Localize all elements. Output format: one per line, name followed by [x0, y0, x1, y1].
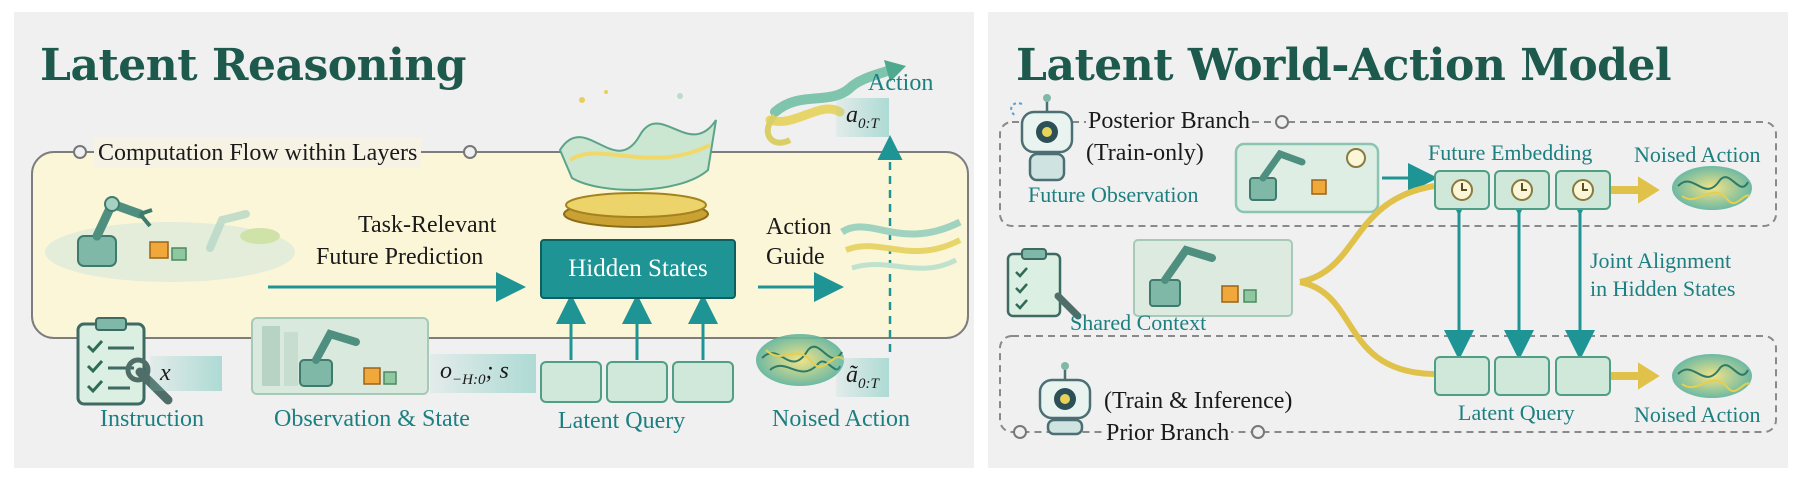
- future-embedding-box: [1555, 170, 1611, 210]
- guide-label-line1: Action: [766, 214, 832, 240]
- latent-query-box: [1555, 356, 1611, 396]
- future-observation-image: [1234, 142, 1380, 214]
- left-panel-title: Latent Reasoning: [40, 40, 467, 91]
- future-observation-label: Future Observation: [1028, 182, 1199, 207]
- clipboard-checklist-icon: [76, 317, 146, 406]
- instruction-math: x: [150, 356, 222, 391]
- golden-pedestal-icon: [558, 90, 717, 228]
- flow-label-right-node: [463, 145, 477, 159]
- prediction-label-line2: Future Prediction: [316, 244, 484, 270]
- prior-output-arrow: [1608, 362, 1660, 390]
- guide-label-line2: Guide: [766, 244, 825, 270]
- noised-action-math: ã0:T: [836, 358, 889, 397]
- prior-branch-label: Prior Branch: [1104, 418, 1232, 448]
- prior-branch-right-node: [1251, 425, 1265, 439]
- latent-query-box: [1434, 356, 1490, 396]
- latent-query-right-label: Latent Query: [1458, 400, 1575, 425]
- action-label: Action: [868, 70, 934, 96]
- joint-alignment-line2: in Hidden States: [1590, 276, 1736, 301]
- hidden-states-box: Hidden States: [540, 239, 736, 299]
- clock-icon: [1511, 179, 1533, 201]
- posterior-branch-box: [999, 121, 1777, 227]
- action-math-sub: 0:T: [858, 115, 879, 132]
- latent-query-box: [1494, 356, 1550, 396]
- train-inference-label: (Train & Inference): [1104, 388, 1293, 414]
- clock-icon: [1451, 179, 1473, 201]
- obs-math-base: o: [440, 358, 452, 384]
- prior-branch-box: [999, 335, 1777, 433]
- latent-query-label: Latent Query: [558, 408, 686, 434]
- noised-math-sub: 0:T: [858, 375, 879, 392]
- action-guide-swirl-icon: [840, 218, 962, 271]
- obs-math-sub: −H:0: [452, 371, 486, 388]
- right-panel-title: Latent World-Action Model: [1016, 40, 1672, 91]
- computation-flow-label: Computation Flow within Layers: [94, 138, 422, 168]
- prior-branch-left-node: [1013, 425, 1027, 439]
- context-to-posterior-curve: [1299, 183, 1435, 285]
- action-math: a0:T: [836, 98, 889, 137]
- latent-query-box: [672, 361, 734, 403]
- shared-context-image: [1133, 239, 1293, 317]
- latent-query-box: [540, 361, 602, 403]
- obs-math-tail: ; s: [485, 358, 509, 384]
- prediction-label-line1: Task-Relevant: [358, 212, 497, 238]
- train-only-label: (Train-only): [1086, 140, 1204, 166]
- context-to-prior-curve: [1299, 279, 1435, 377]
- observation-image: [251, 317, 429, 395]
- noised-action-top-label: Noised Action: [1634, 142, 1761, 167]
- shared-context-label: Shared Context: [1070, 310, 1207, 335]
- latent-query-box: [606, 361, 668, 403]
- posterior-output-arrow: [1608, 176, 1660, 204]
- flow-label-left-node: [73, 145, 87, 159]
- action-math-base: a: [846, 102, 858, 128]
- observation-label: Observation & State: [274, 406, 470, 432]
- noise-scribble-icon: [756, 334, 845, 386]
- noised-action-bottom-label: Noised Action: [1634, 402, 1761, 427]
- observation-math: o−H:0; s: [430, 354, 536, 393]
- posterior-branch-node: [1275, 115, 1289, 129]
- robot-arm-scene-icon: [45, 196, 295, 282]
- robot-mascot-icon: [1038, 362, 1092, 436]
- posterior-branch-label: Posterior Branch: [1086, 106, 1252, 136]
- robot-mascot-icon: [1010, 94, 1074, 182]
- noised-math-base: ã: [846, 362, 858, 388]
- action-swirl-icon: [764, 60, 906, 146]
- noise-scribble-icon: [1672, 166, 1752, 210]
- clock-icon: [1572, 179, 1594, 201]
- joint-alignment-line1: Joint Alignment: [1590, 248, 1732, 273]
- noise-scribble-icon: [1672, 354, 1752, 398]
- future-embedding-label: Future Embedding: [1428, 140, 1593, 165]
- instruction-label: Instruction: [100, 406, 204, 432]
- future-embedding-box: [1434, 170, 1490, 210]
- clipboard-checklist-icon: [1006, 248, 1082, 320]
- noised-action-label: Noised Action: [772, 406, 910, 432]
- future-embedding-box: [1494, 170, 1550, 210]
